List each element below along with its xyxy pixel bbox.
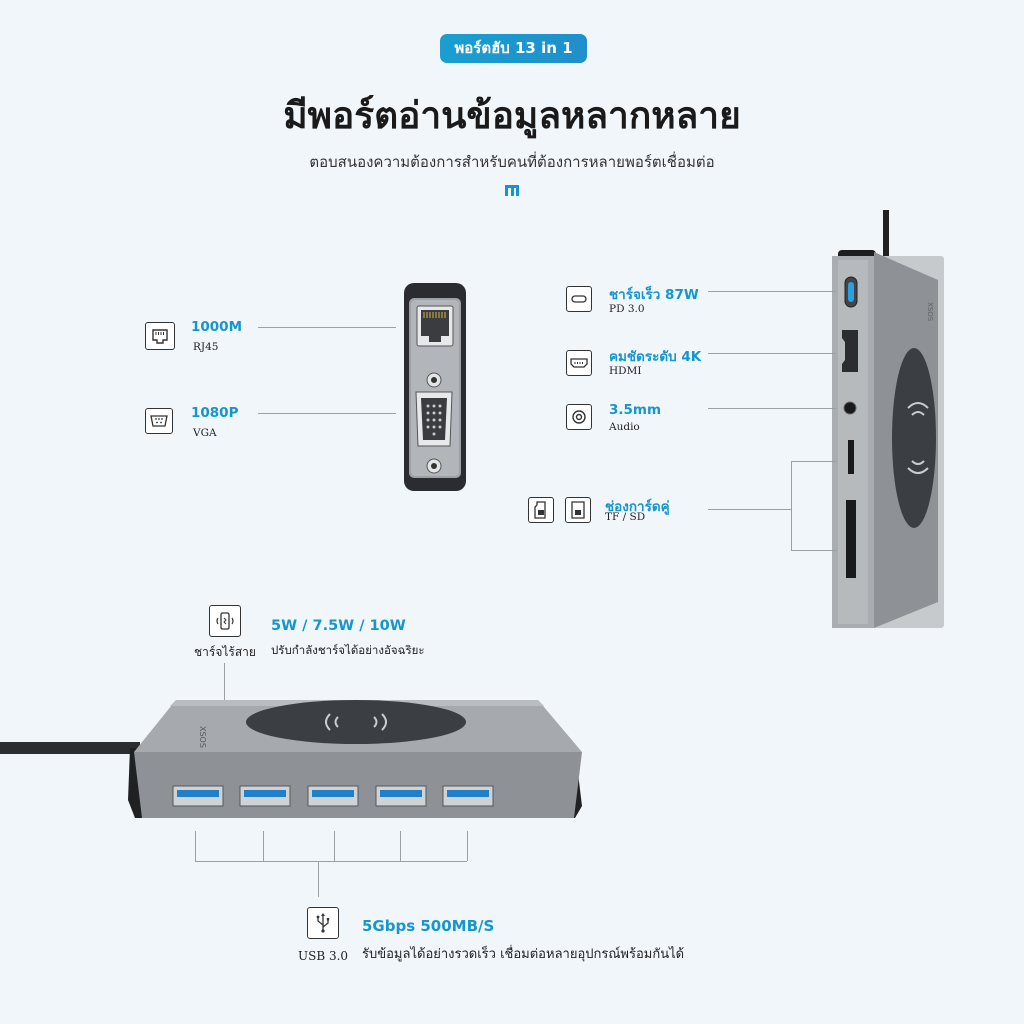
usb-c-icon bbox=[566, 286, 592, 312]
right-device-logo: XSOS bbox=[926, 302, 934, 322]
usb-bracket-tick-1 bbox=[195, 831, 196, 861]
card-bracket-vertical bbox=[791, 461, 792, 551]
usb-subtitle: รับข้อมูลได้อย่างรวดเร็ว เชื่อมต่อหลายอุ… bbox=[362, 947, 685, 962]
usb-bracket-tick-3 bbox=[334, 831, 335, 861]
audio-title: 3.5mm bbox=[609, 402, 662, 418]
usb-icon-label: USB 3.0 bbox=[298, 949, 349, 963]
card-title: ช่องการ์ดคู่ bbox=[605, 499, 670, 515]
usb-port-row bbox=[172, 785, 494, 807]
wireless-title: 5W / 7.5W / 10W bbox=[271, 618, 406, 634]
page-title: มีพอร์ตอ่านข้อมูลหลากหลาย bbox=[283, 94, 741, 137]
audio-leader-line bbox=[708, 408, 836, 409]
usb-title: 5Gbps 500MB/S bbox=[362, 917, 495, 935]
pd-title: ชาร์จเร็ว 87W bbox=[609, 287, 699, 303]
vga-leader-line bbox=[258, 413, 396, 414]
pd-label: PD 3.0 bbox=[609, 303, 645, 315]
vga-title: 1080P bbox=[191, 405, 239, 421]
wireless-icon-label: ชาร์จไร้สาย bbox=[194, 645, 256, 659]
usb-icon bbox=[307, 907, 339, 939]
usb-bracket-tick-5 bbox=[467, 831, 468, 861]
hub-side-view-right: XSOS bbox=[828, 210, 948, 635]
vga-label: VGA bbox=[193, 427, 217, 439]
card-bracket-top bbox=[791, 461, 837, 462]
card-bracket-bottom bbox=[791, 550, 837, 551]
usb-bracket-tick-4 bbox=[400, 831, 401, 861]
hdmi-icon bbox=[566, 350, 592, 376]
usb-bracket-horizontal bbox=[195, 861, 467, 862]
rj45-leader-line bbox=[258, 327, 396, 328]
brand-logo bbox=[0, 182, 1024, 203]
rj45-title: 1000M bbox=[191, 319, 243, 335]
rj45-label: RJ45 bbox=[193, 341, 219, 353]
pd-leader-line bbox=[708, 291, 836, 292]
hub-side-view-left bbox=[403, 282, 467, 492]
hub-front-view: XSOS bbox=[0, 696, 590, 826]
vga-icon bbox=[145, 408, 173, 434]
ethernet-icon bbox=[145, 322, 175, 350]
wireless-charging-icon bbox=[209, 605, 241, 637]
usb-bracket-stem bbox=[318, 861, 319, 897]
audio-label: Audio bbox=[609, 421, 640, 433]
usb-bracket-tick-2 bbox=[263, 831, 264, 861]
tf-card-icon bbox=[528, 497, 554, 523]
card-label: TF / SD bbox=[605, 511, 646, 523]
wireless-subtitle: ปรับกำลังชาร์จได้อย่างอัจฉริยะ bbox=[271, 643, 425, 657]
audio-jack-icon bbox=[566, 404, 592, 430]
category-badge: พอร์ตฮับ 13 in 1 bbox=[440, 34, 587, 63]
bottom-device-logo: XSOS bbox=[198, 726, 207, 748]
wireless-leader-line bbox=[224, 663, 225, 711]
page-subtitle: ตอบสนองความต้องการสำหรับคนที่ต้องการหลาย… bbox=[309, 153, 715, 171]
hdmi-leader-line bbox=[708, 353, 836, 354]
hdmi-label: HDMI bbox=[609, 365, 642, 377]
card-leader-line bbox=[708, 509, 792, 510]
hdmi-title: คมชัดระดับ 4K bbox=[609, 349, 702, 365]
sd-card-icon bbox=[565, 497, 591, 523]
brand-mark-icon bbox=[505, 185, 519, 196]
